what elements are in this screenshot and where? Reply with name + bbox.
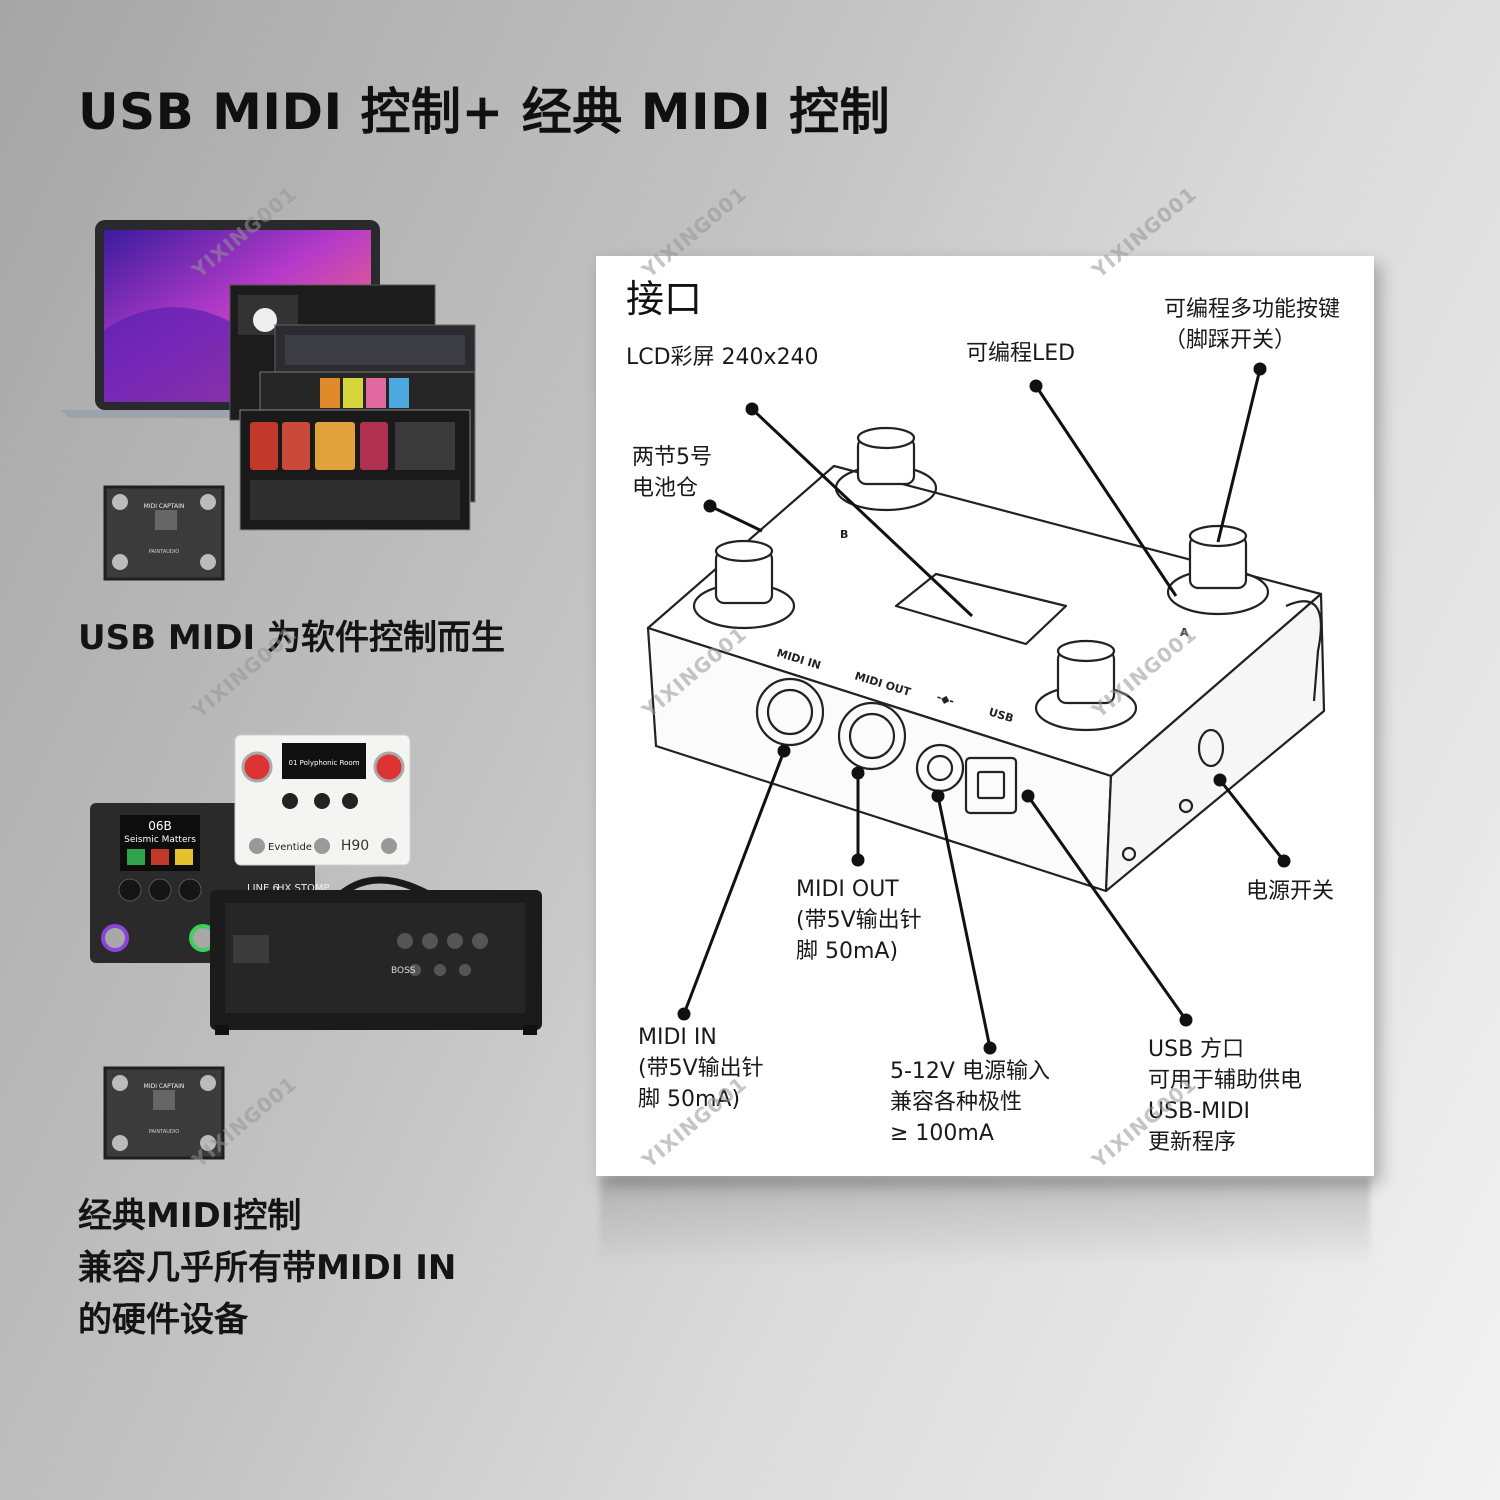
hx-model: HX STOMP bbox=[277, 883, 330, 894]
midi-in-label-line-2: (带5V输出针 bbox=[638, 1056, 764, 1081]
h90-brand: Eventide bbox=[268, 842, 312, 853]
midi-controller-icon: MIDI CAPTAIN PAINTAUDIO bbox=[103, 485, 225, 581]
power-input-label-line-2: 兼容各种极性 bbox=[890, 1090, 1023, 1115]
h90-model: H90 bbox=[341, 838, 369, 854]
battery-label-line-1: 两节5号 bbox=[632, 445, 712, 470]
panel-title: 接口 bbox=[626, 277, 703, 321]
amp-brand: BOSS bbox=[391, 966, 416, 976]
panel-reflection bbox=[600, 1178, 1370, 1266]
print-a: A bbox=[1180, 626, 1189, 639]
hardware-illustration: 06B Seismic Matters LINE 6 HX STOMP 01 P… bbox=[85, 725, 555, 1165]
controller-label-2: MIDI CAPTAIN bbox=[144, 1083, 185, 1090]
hx-display-line2: Seismic Matters bbox=[124, 835, 196, 845]
power-switch-label: 电源开关 bbox=[1246, 879, 1335, 904]
classic-midi-caption: 经典MIDI控制 兼容几乎所有带MIDI IN 的硬件设备 bbox=[78, 1190, 456, 1346]
midi-out-label-line-3: 脚 50mA) bbox=[796, 939, 899, 964]
usb-label-line-2: 可用于辅助供电 bbox=[1148, 1068, 1303, 1093]
daw-software-windows-icon bbox=[229, 284, 476, 531]
print-power: -◆- bbox=[935, 690, 956, 708]
controller-brand: PAINTAUDIO bbox=[149, 549, 179, 555]
midi-out-label-line-2: (带5V输出针 bbox=[796, 908, 922, 933]
usb-label-line-4: 更新程序 bbox=[1148, 1130, 1237, 1155]
key-label: 可编程多功能按键 （脚踩开关） bbox=[1164, 294, 1340, 356]
hx-brand: LINE 6 bbox=[247, 883, 279, 894]
usb-software-illustration: MIDI CAPTAIN PAINTAUDIO bbox=[60, 210, 500, 590]
controller-label: MIDI CAPTAIN bbox=[144, 503, 185, 510]
usb-label-line-1: USB 方口 bbox=[1148, 1037, 1245, 1062]
lcd-label: LCD彩屏 240x240 bbox=[626, 345, 819, 370]
classic-caption-line-1: 经典MIDI控制 bbox=[78, 1196, 302, 1236]
midi-in-label-line-1: MIDI IN bbox=[638, 1025, 717, 1050]
midi-out-label-line-1: MIDI OUT bbox=[796, 877, 899, 902]
usb-label: USB 方口 可用于辅助供电 USB-MIDI 更新程序 bbox=[1148, 1034, 1302, 1158]
battery-label-line-2: 电池仓 bbox=[632, 476, 699, 501]
boss-amp-icon: BOSS bbox=[210, 876, 542, 1035]
key-label-line-2: （脚踩开关） bbox=[1164, 328, 1297, 353]
h90-screen: 01 Polyphonic Room bbox=[288, 759, 359, 767]
key-label-line-1: 可编程多功能按键 bbox=[1164, 297, 1341, 322]
footswitch-a bbox=[1166, 524, 1270, 616]
power-input-label: 5-12V 电源输入 兼容各种极性 ≥ 100mA bbox=[890, 1056, 1050, 1149]
power-input-label-line-1: 5-12V 电源输入 bbox=[890, 1059, 1050, 1084]
controller-brand-2: PAINTAUDIO bbox=[149, 1129, 179, 1135]
classic-caption-line-3: 的硬件设备 bbox=[78, 1300, 248, 1340]
interface-diagram-panel: 接口 bbox=[596, 256, 1374, 1176]
hx-display-line1: 06B bbox=[148, 819, 172, 833]
footswitch-front bbox=[1034, 639, 1138, 732]
midi-in-label-line-3: 脚 50mA) bbox=[638, 1087, 741, 1112]
footswitch-left bbox=[692, 539, 796, 630]
eventide-h90-icon: 01 Polyphonic Room Eventide H90 bbox=[234, 734, 411, 866]
midi-controller-icon-2: MIDI CAPTAIN PAINTAUDIO bbox=[103, 1066, 225, 1160]
power-input-label-line-3: ≥ 100mA bbox=[890, 1121, 994, 1146]
usb-midi-caption-text: USB MIDI 为软件控制而生 bbox=[78, 618, 506, 658]
device-drawing: MIDI IN MIDI OUT -◆- USB A B bbox=[646, 362, 1326, 1055]
classic-caption-line-2: 兼容几乎所有带MIDI IN bbox=[78, 1248, 457, 1288]
print-b: B bbox=[840, 528, 848, 541]
usb-midi-caption: USB MIDI 为软件控制而生 bbox=[78, 612, 505, 664]
midi-in-label: MIDI IN (带5V输出针 脚 50mA) bbox=[638, 1022, 764, 1115]
page-title: USB MIDI 控制+ 经典 MIDI 控制 bbox=[78, 83, 891, 141]
led-label: 可编程LED bbox=[966, 341, 1076, 366]
usb-label-line-3: USB-MIDI bbox=[1148, 1099, 1250, 1124]
midi-out-label: MIDI OUT (带5V输出针 脚 50mA) bbox=[796, 874, 922, 967]
battery-label: 两节5号 电池仓 bbox=[632, 442, 712, 504]
